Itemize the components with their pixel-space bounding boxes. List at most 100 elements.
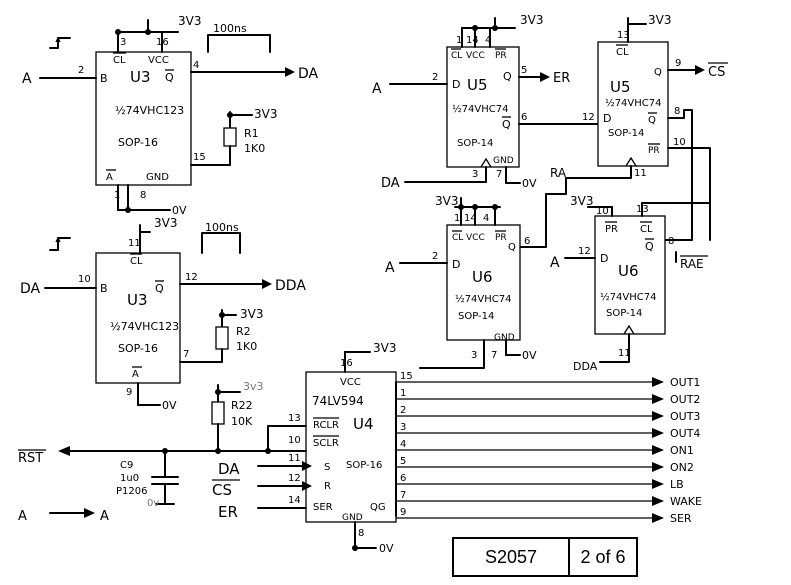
u5a-pin6: 6 — [521, 112, 527, 123]
u6b-block: 3V3 10 13 PR CL Q 8 RAE A 12 D U6 ½74VHC… — [550, 194, 711, 373]
u3b-gnd-net: 0V — [162, 399, 177, 412]
u6b-cl-label: CL — [640, 224, 653, 235]
u5a-block: 3V3 1 14 4 CL VCC PR A 2 D Q 5 ER U5 ½74… — [372, 13, 599, 191]
u3a-package: SOP-16 — [118, 136, 158, 149]
u4-vcc-label: 3V3 — [373, 341, 396, 355]
u3b-cl-label: CL — [130, 256, 143, 267]
u3a-body — [95, 51, 192, 186]
u3a-pulse-marker — [207, 34, 271, 53]
u6a-block: 3V3 1 14 4 CL VCC PR A 2 D Q 6 U6 ½74VHC… — [385, 194, 537, 369]
u4-pin13: 13 — [288, 413, 301, 424]
u5b-pin9: 9 — [675, 58, 681, 69]
u3a-input-a: A — [22, 71, 32, 87]
u6a-designator: U6 — [472, 268, 493, 286]
u4-qg-label: QG — [370, 502, 386, 513]
u5a-gnd-net: 0V — [522, 177, 537, 190]
drawing-number: S2057 — [454, 539, 570, 575]
u3b-pin7: 7 — [183, 349, 189, 360]
u5b-pin10: 10 — [673, 137, 686, 148]
u6b-input-a: A — [550, 255, 560, 271]
c9-label: C9 — [120, 460, 133, 471]
u3a-designator: U3 — [130, 68, 151, 86]
u6b-pin13: 13 — [636, 204, 649, 215]
u6a-vcc-pin-label: VCC — [466, 233, 485, 243]
u3a-qbar-label: Q — [165, 71, 174, 84]
u3b-output-dda: DDA — [275, 278, 306, 294]
u4-input-da: DA — [218, 460, 240, 478]
u6a-d-label: D — [452, 258, 460, 271]
u5b-package: SOP-14 — [608, 128, 644, 139]
u4-output-pin-on2: 5 — [400, 456, 406, 467]
u4-output-pin-out2: 1 — [400, 388, 406, 399]
u4-r-label: R — [324, 481, 331, 492]
u5a-d-label: D — [452, 78, 460, 91]
u6b-d-label: D — [600, 252, 608, 265]
u6a-q-label: Q — [508, 242, 516, 253]
u6b-output-rae: RAE — [680, 257, 704, 271]
u5a-qbar-label: Q — [502, 118, 511, 131]
u6a-pin1: 1 — [454, 213, 460, 224]
u5b-qbar-label: Q — [648, 115, 656, 126]
r2-resistor — [215, 326, 229, 350]
u6a-pr-label: PR — [495, 233, 507, 243]
u3a-trigger-symbol — [49, 37, 71, 49]
u6a-package: SOP-14 — [458, 311, 494, 322]
u4-output-label-lb: LB — [670, 478, 684, 491]
u4-output-arrow-ser — [652, 513, 664, 523]
u5a-input-a: A — [372, 81, 382, 97]
u5a-designator: U5 — [467, 76, 488, 94]
u3b-package: SOP-16 — [118, 342, 158, 355]
u3b-pin12: 12 — [185, 272, 198, 283]
u3b-part: ½74VHC123 — [110, 320, 179, 333]
u5a-pin5: 5 — [521, 65, 527, 76]
u4-output-arrow-out1 — [652, 377, 664, 387]
u5a-q-label: Q — [503, 70, 512, 83]
u5b-pin8: 8 — [674, 106, 680, 117]
u4-output-label-out2: OUT2 — [670, 393, 700, 406]
u5b-output-cs: CS — [708, 65, 725, 80]
u3a-pin4: 4 — [193, 60, 199, 71]
u3a-vcc-label: 3V3 — [178, 14, 201, 28]
u3a-r1-supply: 3V3 — [254, 107, 277, 121]
u3a-pin15: 15 — [193, 152, 206, 163]
u4-body — [305, 371, 397, 523]
u3a-block: 3V3 3 16 CL VCC A 2 B Q 4 DA 100ns U3 ½7… — [22, 14, 319, 217]
u6b-body — [594, 215, 666, 335]
u4-output-label-out4: OUT4 — [670, 427, 700, 440]
u5a-pin7: 7 — [496, 169, 502, 180]
u5a-pr-label: PR — [495, 51, 507, 61]
u6b-pin11: 11 — [618, 348, 631, 359]
r1-value: 1K0 — [244, 142, 265, 155]
u6a-pin4: 4 — [483, 213, 489, 224]
u6a-gnd-net: 0V — [522, 349, 537, 362]
u5b-pin13: 13 — [617, 30, 630, 41]
net-a-to: A — [100, 509, 109, 524]
u5b-body — [597, 41, 669, 167]
u4-output-label-out3: OUT3 — [670, 410, 700, 423]
r2-label: R2 — [236, 325, 251, 338]
u3b-b-label: B — [100, 282, 108, 295]
u3a-b-label: B — [100, 72, 108, 85]
c9-gnd: 0v — [147, 498, 159, 509]
u3a-pulse-label: 100ns — [213, 22, 247, 35]
u4-block: 3V3 16 VCC 74LV594 RCLR U4 SCLR S SOP-16… — [18, 341, 397, 555]
u3a-pin16: 16 — [156, 37, 169, 48]
u6a-cl-label: CL — [452, 233, 463, 243]
u4-output-arrow-lb — [652, 479, 664, 489]
u6b-input-dda: DDA — [573, 360, 598, 373]
u4-pin16: 16 — [340, 358, 353, 369]
u4-output-label-on2: ON2 — [670, 461, 694, 474]
u6b-pin12: 12 — [578, 246, 591, 257]
u5a-input-da: DA — [381, 176, 400, 191]
u5a-package: SOP-14 — [457, 138, 493, 149]
u3b-trigger-symbol — [49, 237, 71, 251]
title-block: S2057 2 of 6 — [452, 537, 638, 577]
u6b-pin8: 8 — [668, 236, 674, 247]
u5b-pin12: 12 — [582, 112, 595, 123]
u5a-pin2: 2 — [432, 72, 438, 83]
u6a-pin6: 6 — [524, 236, 530, 247]
u3b-block: 3V3 11 CL DA 10 B Q 12 DDA 100ns U3 ½74V… — [20, 216, 306, 412]
u4-output-pin-ser: 9 — [400, 507, 406, 518]
u4-pin14: 14 — [288, 495, 301, 506]
u5a-pin4: 4 — [485, 35, 491, 46]
